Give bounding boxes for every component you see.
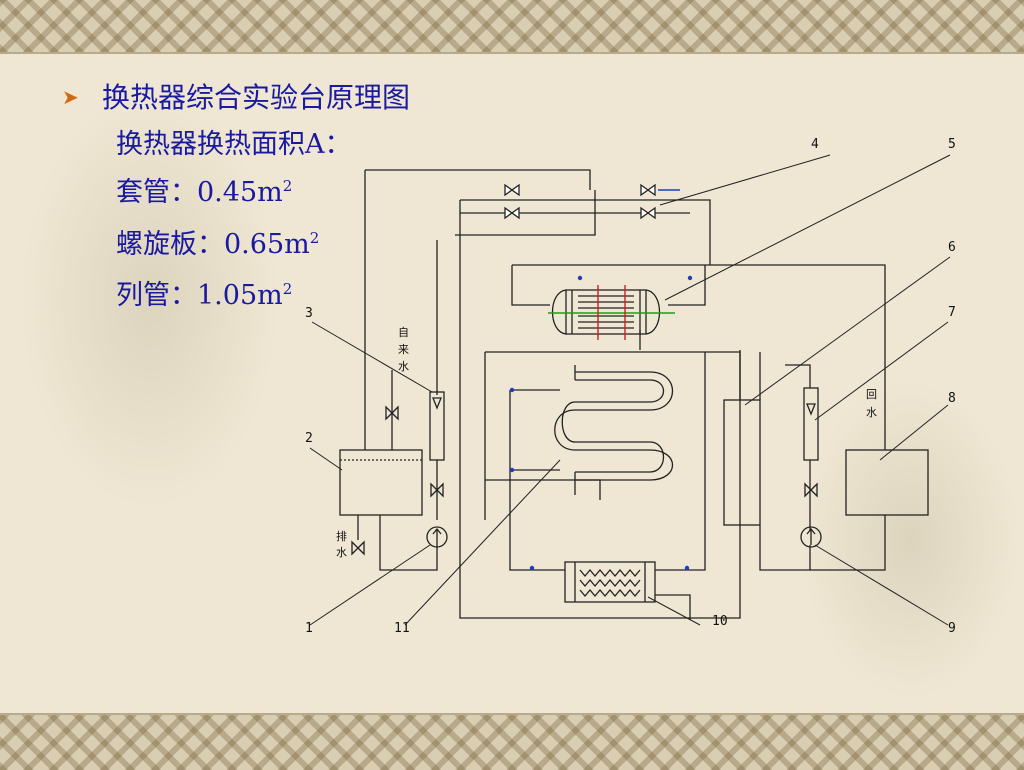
pipe-shell-left: [511, 265, 550, 306]
item-name: 套管：: [116, 177, 197, 208]
item-power: 2: [309, 229, 320, 247]
pipe-tank-drain: [379, 515, 438, 571]
item-name: 螺旋板：: [116, 229, 224, 260]
pipe-shell-top: [512, 264, 886, 400]
pipe-mid-top: [485, 351, 741, 400]
label-4: 4: [811, 137, 819, 152]
label-1: 1: [305, 621, 313, 636]
area-heading: 换热器换热面积A：: [116, 129, 352, 160]
bottom-decorative-band: [0, 713, 1024, 770]
tap-water-char-3: 水: [398, 360, 409, 373]
bullet-arrow-icon: ➤: [62, 85, 79, 109]
label-2: 2: [305, 431, 313, 446]
slide-title: 换热器综合实验台原理图: [102, 81, 411, 114]
top-decorative-band: [0, 0, 1024, 54]
shell-tube-exchanger-5: [565, 289, 647, 335]
area-item-shell-tube: 列管：1.05m2: [116, 273, 292, 312]
area-item-double-pipe: 套管：0.45m2: [116, 170, 292, 209]
background-brush-left: [20, 90, 280, 510]
tap-water-char-2: 来: [398, 343, 409, 356]
pipe-top-loop: [365, 169, 591, 190]
leader-lines: [309, 154, 951, 626]
pipe-main-left-return: [459, 200, 741, 619]
pump-9: [800, 526, 822, 548]
background-brush-right: [800, 380, 1020, 700]
label-9: 9: [948, 621, 956, 636]
label-10: 10: [712, 614, 728, 629]
item-value: 0.45m: [197, 177, 283, 208]
pipe-plate-right: [655, 352, 706, 571]
return-water-char-2: 水: [866, 406, 877, 419]
tank-2: [339, 449, 423, 516]
pipe-to-plate: [509, 390, 565, 571]
column-6: [723, 399, 761, 526]
item-name: 列管：: [116, 280, 197, 311]
item-value: 0.65m: [224, 229, 310, 260]
label-11: 11: [394, 621, 410, 636]
valve-accents: [509, 189, 693, 571]
pipe-cross: [455, 190, 596, 236]
label-5: 5: [948, 137, 956, 152]
tank-8: [845, 449, 929, 516]
label-8: 8: [948, 391, 956, 406]
drain-char-2: 水: [336, 546, 347, 559]
pipe-valve-row-1: [460, 199, 711, 265]
item-value: 1.05m: [197, 280, 283, 311]
pump-1: [426, 526, 448, 548]
double-pipe-coil-11: [554, 371, 674, 481]
flowmeter-3: [429, 391, 445, 461]
flowmeter-7: [803, 387, 819, 461]
return-water-char-1: 回: [866, 388, 877, 401]
area-item-spiral-plate: 螺旋板：0.65m2: [116, 222, 319, 261]
exchanger-baffles: [597, 285, 626, 340]
pipe-shell-right: [668, 265, 706, 306]
item-power: 2: [282, 177, 293, 195]
drain-char-1: 排: [336, 529, 347, 543]
label-3: 3: [305, 306, 313, 321]
label-7: 7: [948, 305, 956, 320]
label-6: 6: [948, 240, 956, 255]
spiral-plate-exchanger-10: [564, 561, 656, 603]
item-power: 2: [282, 280, 293, 298]
tap-water-char-1: 自: [398, 326, 409, 339]
